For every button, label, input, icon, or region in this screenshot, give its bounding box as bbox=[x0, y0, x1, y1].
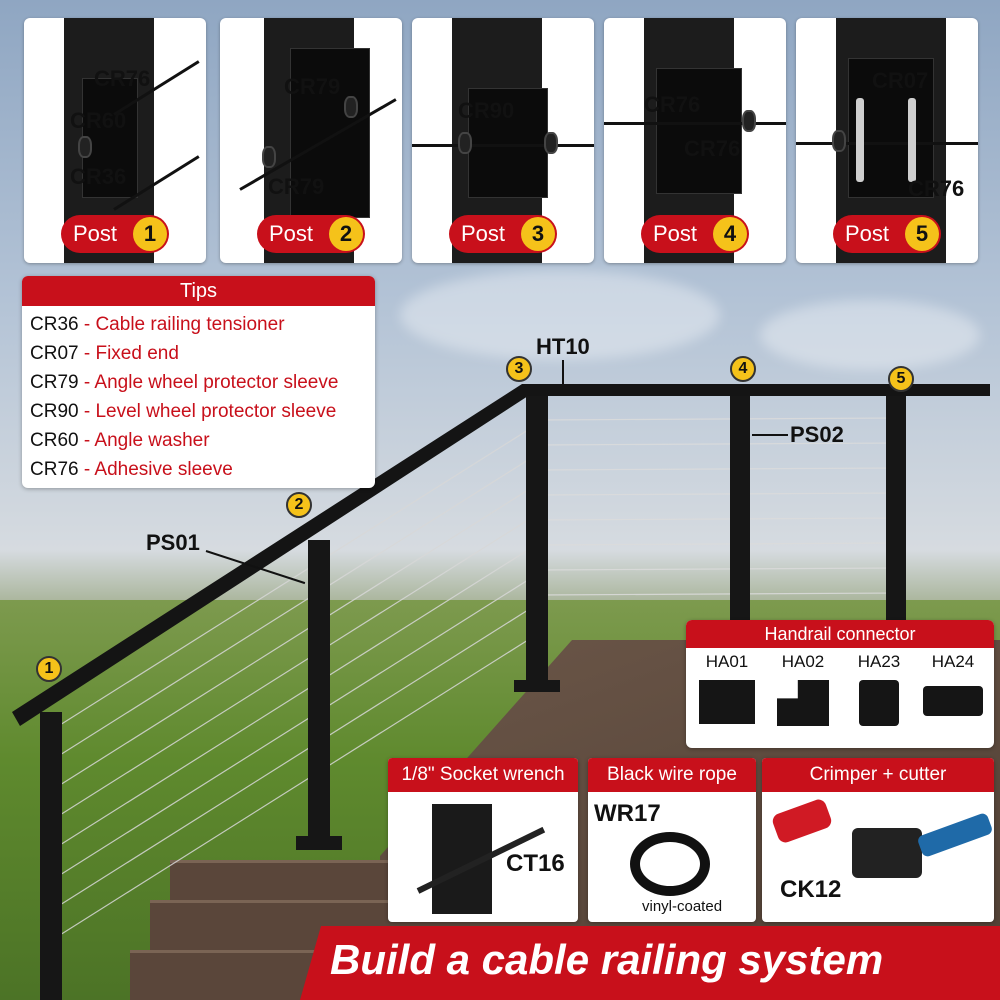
connector-block-icon bbox=[699, 680, 755, 724]
post5-label-cr07: CR07 bbox=[872, 68, 929, 93]
post-tag-3: Post 3 bbox=[449, 215, 557, 253]
wire-rope-subtitle: vinyl-coated bbox=[642, 898, 723, 915]
post-tag-5: Post 5 bbox=[833, 215, 941, 253]
post-tag-number: 2 bbox=[329, 217, 363, 251]
post-tag-2: Post 2 bbox=[257, 215, 365, 253]
post1-label-cr76: CR76 bbox=[94, 66, 151, 91]
socket-wrench-code: CT16 bbox=[506, 850, 565, 877]
ps01-label: PS01 bbox=[146, 530, 200, 555]
connector-ha23: HA23 bbox=[842, 652, 916, 726]
post2-label-cr79-bottom: CR79 bbox=[268, 174, 325, 199]
ps02-arrow bbox=[752, 434, 788, 436]
tip-row: CR07 - Fixed end bbox=[30, 343, 179, 364]
crimper-handle-icon bbox=[916, 812, 994, 858]
post-panel-1: CR76 CR60 CR36 Post 1 bbox=[24, 18, 206, 263]
post-tag-text: Post bbox=[73, 221, 118, 246]
stair-cables bbox=[51, 429, 529, 941]
crimper-code: CK12 bbox=[780, 876, 842, 903]
rail-badge-1: 1 bbox=[36, 656, 62, 682]
post-4 bbox=[730, 396, 750, 626]
post3-label-cr90: CR90 bbox=[458, 98, 515, 123]
crimper-cutter-title: Crimper + cutter bbox=[762, 758, 994, 792]
post-tag-number: 3 bbox=[521, 217, 555, 251]
connector-swivel-icon bbox=[923, 686, 983, 716]
tool-crimper-cutter: Crimper + cutter CK12 bbox=[762, 758, 994, 922]
connector-ha24: HA24 bbox=[916, 652, 990, 716]
post-tag-4: Post 4 bbox=[641, 215, 749, 253]
post-3 bbox=[526, 396, 548, 686]
post2-label-cr79-top: CR79 bbox=[284, 74, 341, 99]
connector-ha01: HA01 bbox=[690, 652, 764, 724]
tool-socket-wrench: 1/8" Socket wrench CT16 bbox=[388, 758, 578, 922]
connector-ha02: HA02 bbox=[766, 652, 840, 726]
tip-row: CR36 - Cable railing tensioner bbox=[30, 314, 285, 335]
post-panel-4: CR76 CR76 Post 4 bbox=[604, 18, 786, 263]
tips-title: Tips bbox=[22, 276, 375, 306]
post-1 bbox=[40, 712, 62, 1000]
cloud bbox=[400, 270, 720, 360]
rail-badge-2: 2 bbox=[286, 492, 312, 518]
fixed-end-bar bbox=[908, 98, 916, 182]
tip-row: CR90 - Level wheel protector sleeve bbox=[30, 401, 337, 422]
bottom-banner bbox=[300, 926, 1000, 1000]
post-panel-5: CR07 CR76 Post 5 bbox=[796, 18, 978, 263]
rail-badge-4: 4 bbox=[730, 356, 756, 382]
post-tag-text: Post bbox=[269, 221, 314, 246]
banner-title: Build a cable railing system bbox=[330, 936, 884, 983]
post4-label-cr76-top: CR76 bbox=[644, 92, 701, 117]
post-tag-text: Post bbox=[653, 221, 698, 246]
ps02-label: PS02 bbox=[790, 422, 844, 447]
cutter-icon bbox=[770, 797, 834, 845]
wire-rope-title: Black wire rope bbox=[588, 758, 756, 792]
connector-step-icon bbox=[777, 680, 829, 726]
tip-row: CR79 - Angle wheel protector sleeve bbox=[30, 372, 339, 393]
post-tag-1: Post 1 bbox=[61, 215, 169, 253]
post1-label-cr36: CR36 bbox=[70, 164, 127, 189]
post-tag-text: Post bbox=[845, 221, 890, 246]
post4-label-cr76-bottom: CR76 bbox=[684, 136, 741, 161]
fixed-end-bar bbox=[856, 98, 864, 182]
handrail-connector-box: Handrail connector HA01 HA02 HA23 HA24 bbox=[686, 620, 994, 748]
socket-wrench-title: 1/8" Socket wrench bbox=[388, 758, 578, 792]
post-panel-2: CR79 CR79 Post 2 bbox=[220, 18, 402, 263]
ht10-arrow bbox=[562, 360, 564, 384]
tool-wire-rope: Black wire rope WR17 vinyl-coated bbox=[588, 758, 756, 922]
post-tag-number: 5 bbox=[905, 217, 939, 251]
tip-row: CR76 - Adhesive sleeve bbox=[30, 459, 233, 480]
post-tag-number: 1 bbox=[133, 217, 167, 251]
post-panels: CR76 CR60 CR36 Post 1 CR79 CR79 Post 2 C… bbox=[10, 8, 990, 266]
connector-hinge-icon bbox=[859, 680, 899, 726]
post1-label-cr60: CR60 bbox=[70, 108, 127, 133]
cloud bbox=[760, 300, 980, 370]
post-panel-3: CR90 Post 3 bbox=[412, 18, 594, 263]
crimper-body-icon bbox=[852, 828, 922, 878]
post-5 bbox=[886, 396, 906, 626]
post-tag-text: Post bbox=[461, 221, 506, 246]
ht10-label: HT10 bbox=[536, 334, 590, 359]
wire-rope-code: WR17 bbox=[594, 800, 661, 827]
post-2 bbox=[308, 540, 330, 840]
rail-badge-3: 3 bbox=[506, 356, 532, 382]
handrail-connector-title: Handrail connector bbox=[686, 620, 994, 648]
tip-row: CR60 - Angle washer bbox=[30, 430, 210, 451]
wire-coil-icon bbox=[630, 832, 710, 896]
post-tag-number: 4 bbox=[713, 217, 747, 251]
rail-badge-5: 5 bbox=[888, 366, 914, 392]
deck-cables bbox=[537, 417, 901, 596]
post5-label-cr76: CR76 bbox=[908, 176, 965, 201]
tips-box: Tips CR36 - Cable railing tensioner CR07… bbox=[22, 276, 375, 488]
